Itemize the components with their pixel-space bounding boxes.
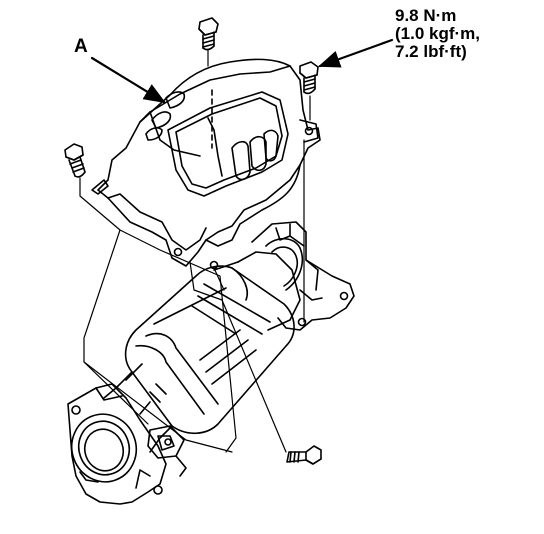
torque-spec-line: 9.8 N·m xyxy=(395,6,457,25)
catalytic-converter xyxy=(103,251,301,453)
callout-arrows xyxy=(90,38,394,104)
heat-shield xyxy=(91,58,321,270)
inlet-flange xyxy=(251,221,355,331)
bolt-icon xyxy=(299,61,319,95)
bolt-icon xyxy=(64,143,86,178)
bracket xyxy=(147,425,187,477)
torque-spec: 9.8 N·m (1.0 kgf·m, 7.2 lbf·ft) xyxy=(395,7,480,61)
bolt-icon xyxy=(286,445,322,465)
guide-lines xyxy=(79,49,311,453)
outlet-flange xyxy=(67,383,167,505)
bolt-icon xyxy=(198,17,219,51)
torque-spec-line: 7.2 lbf·ft) xyxy=(395,42,467,61)
part-label-a: A xyxy=(74,36,88,57)
torque-spec-line: (1.0 kgf·m, xyxy=(395,24,481,43)
